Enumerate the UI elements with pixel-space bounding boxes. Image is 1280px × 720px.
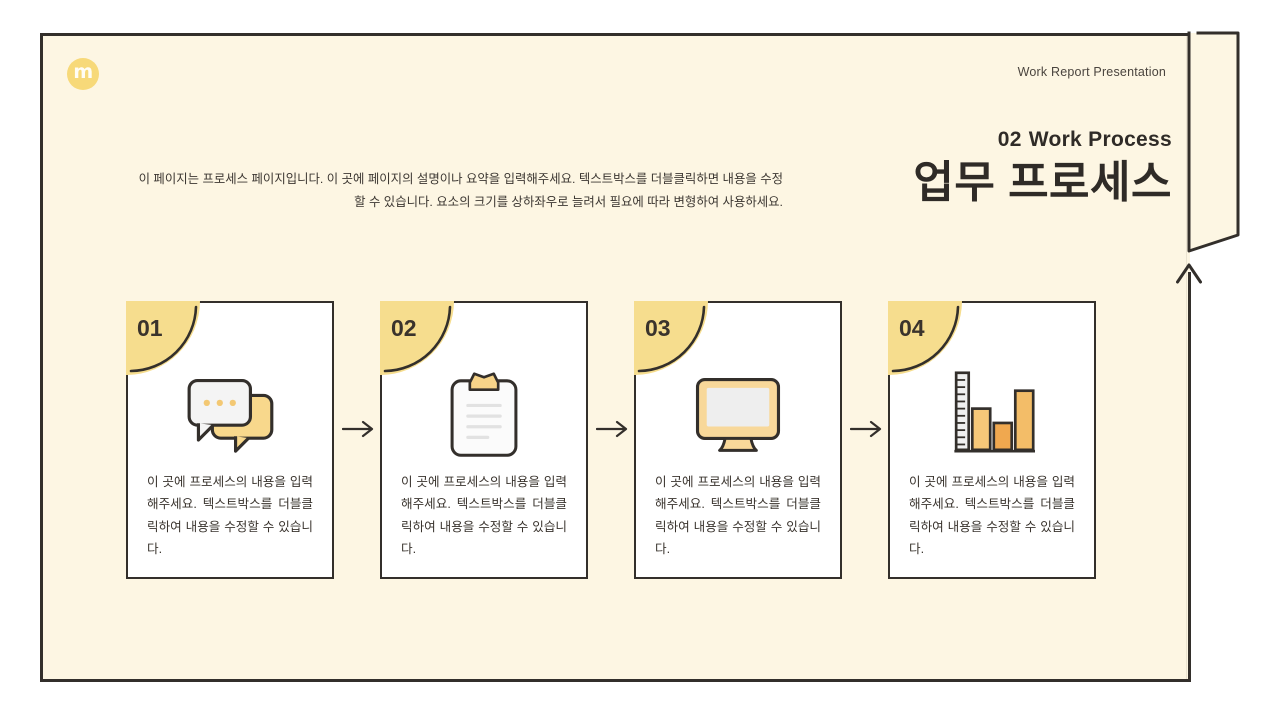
step-arrow-1-to-2	[342, 420, 374, 438]
frame-seam-divider	[1186, 36, 1187, 679]
process-card-text-3: 이 곳에 프로세스의 내용을 입력해주세요. 텍스트박스를 더블클릭하여 내용을…	[655, 475, 821, 557]
process-cards: 01 이 곳에 프로세스의 내용을 입력해주세요. 텍스트박스를 더블클릭하여 …	[126, 301, 1101, 581]
ribbon-banner	[1187, 31, 1240, 253]
section-eyebrow: 02 Work Process	[913, 128, 1172, 151]
step-arrow-2-to-3	[596, 420, 628, 438]
brand-logo: m	[67, 58, 99, 90]
bar-chart-icon	[890, 361, 1094, 467]
process-card-1[interactable]: 01 이 곳에 프로세스의 내용을 입력해주세요. 텍스트박스를 더블클릭하여 …	[126, 301, 334, 579]
title-block: 02 Work Process 업무 프로세스	[913, 128, 1172, 209]
step-badge-1	[126, 301, 200, 375]
process-card-2[interactable]: 02 이 곳에 프로세스의 내용을 입력해주세요. 텍스트박스를 더블클릭하여 …	[380, 301, 588, 579]
process-card-text-4: 이 곳에 프로세스의 내용을 입력해주세요. 텍스트박스를 더블클릭하여 내용을…	[909, 475, 1075, 557]
logo-letter: m	[73, 61, 93, 83]
header-label: Work Report Presentation	[1017, 65, 1166, 79]
step-badge-3	[634, 301, 708, 375]
process-card-text-1: 이 곳에 프로세스의 내용을 입력해주세요. 텍스트박스를 더블클릭하여 내용을…	[147, 475, 313, 557]
step-number-3: 03	[645, 315, 671, 341]
step-number-2: 02	[391, 315, 417, 341]
clipboard-icon	[382, 361, 586, 467]
step-number-4: 04	[899, 315, 925, 341]
step-arrow-3-to-4	[850, 420, 882, 438]
speech-bubbles-icon	[128, 361, 332, 467]
edge-flow-arrow-shaft	[1188, 272, 1191, 682]
process-card-text-2: 이 곳에 프로세스의 내용을 입력해주세요. 텍스트박스를 더블클릭하여 내용을…	[401, 475, 567, 557]
page-description: 이 페이지는 프로세스 페이지입니다. 이 곳에 페이지의 설명이나 요약을 입…	[138, 172, 783, 209]
page-title: 업무 프로세스	[913, 158, 1172, 208]
monitor-icon	[636, 361, 840, 467]
step-badge-2	[380, 301, 454, 375]
step-badge-4	[888, 301, 962, 375]
section-eyebrow-text: Work Process	[1028, 128, 1172, 151]
step-number-1: 01	[137, 315, 163, 341]
edge-flow-arrow-head	[1176, 263, 1202, 284]
process-card-4[interactable]: 04	[888, 301, 1096, 579]
process-card-3[interactable]: 03 이 곳에 프로세스의 내용을 입력해주세요. 텍스트박스를 더블클릭하여 …	[634, 301, 842, 579]
section-number: 02	[997, 128, 1022, 151]
